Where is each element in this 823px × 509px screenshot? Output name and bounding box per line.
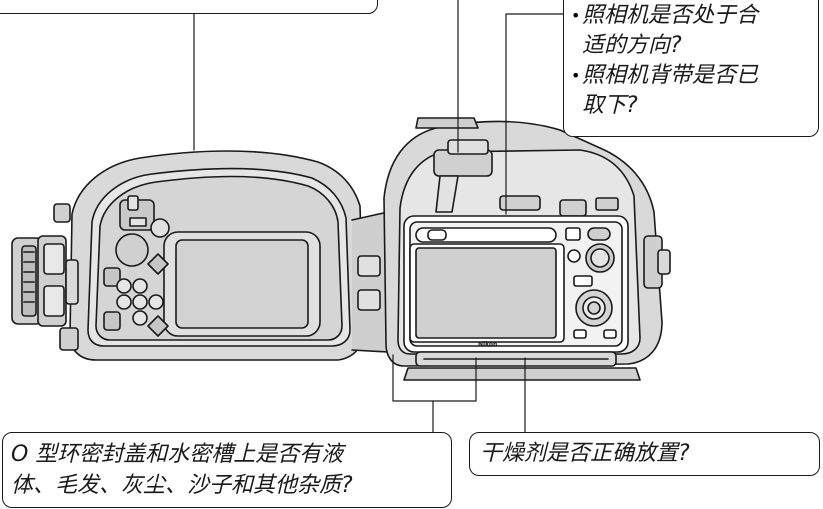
camera-brand-mark: Nikon: [478, 341, 497, 348]
callout-desiccant-text: 干燥剂是否正确放置?: [480, 441, 690, 466]
check-item-orientation-line1: 照相机是否处于合: [582, 3, 759, 28]
door-controls: [103, 195, 321, 337]
callout-oring-line1: O 型环密封盖和水密槽上是否有液: [11, 442, 344, 467]
callout-oring-line2: 体、毛发、灰尘、沙子和其他杂质?: [11, 473, 353, 498]
callout-oring-check: O 型环密封盖和水密槽上是否有液 体、毛发、灰尘、沙子和其他杂质?: [2, 432, 452, 508]
check-item-orientation-line2: 适的方向?: [582, 33, 682, 58]
desiccant-tray: [415, 351, 617, 367]
hinge: [351, 211, 389, 353]
housing-top-detail: [499, 195, 619, 217]
callout-top-left: [0, 0, 378, 14]
callout-desiccant-check: 干燥剂是否正确放置?: [469, 432, 820, 476]
check-item-strap-line1: 照相机背带是否已: [582, 63, 759, 88]
leader-lines: [193, 0, 564, 433]
check-item-strap-line2: 取下?: [582, 93, 638, 118]
door-latch: [11, 203, 79, 351]
camera: [403, 215, 629, 353]
